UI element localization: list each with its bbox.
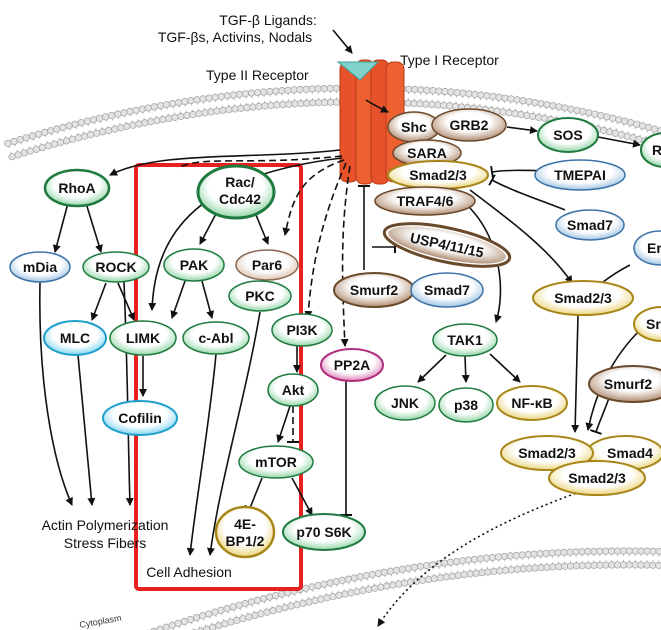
type1-receptor-label: Type I Receptor [400, 52, 499, 68]
svg-text:Sr: Sr [646, 316, 661, 332]
svg-text:TRAF4/6: TRAF4/6 [397, 193, 454, 209]
svg-text:RhoA: RhoA [58, 180, 95, 196]
svg-text:p38: p38 [454, 397, 478, 413]
node-pi3k: PI3K [271, 313, 333, 347]
nuclear-membrane [146, 547, 661, 630]
node-grb2: GRB2 [431, 108, 507, 142]
svg-text:Smad4: Smad4 [607, 445, 653, 461]
node-pak: PAK [163, 248, 225, 282]
svg-text:SOS: SOS [553, 127, 583, 143]
svg-text:LIMK: LIMK [126, 330, 160, 346]
svg-text:NF-κB: NF-κB [511, 395, 552, 411]
svg-text:Er: Er [647, 240, 661, 256]
cell-adhesion-label: Cell Adhesion [146, 564, 232, 580]
node-mtor: mTOR [238, 445, 314, 479]
svg-text:Smurf2: Smurf2 [350, 282, 398, 298]
node-smad23-complex-a: Smad2/3 [500, 435, 594, 471]
node-er-edge: Er [633, 230, 661, 266]
svg-text:Smad2/3: Smad2/3 [554, 290, 612, 306]
node-tmepai: TMEPAI [534, 159, 626, 191]
svg-text:TAK1: TAK1 [447, 332, 483, 348]
svg-text:mDia: mDia [23, 259, 57, 275]
cytoplasm-label: Cytoplasm [79, 613, 123, 630]
ligand-shape [336, 61, 380, 81]
svg-text:Shc: Shc [401, 119, 427, 135]
svg-text:4E-: 4E- [234, 516, 256, 532]
svg-text:Smad7: Smad7 [567, 217, 613, 233]
svg-text:PAK: PAK [180, 257, 209, 273]
svg-text:mTOR: mTOR [255, 454, 297, 470]
svg-text:GRB2: GRB2 [450, 117, 489, 133]
node-smurf2-right: Smurf2 [588, 365, 661, 403]
node-smad-edge: Sr [633, 306, 661, 342]
svg-text:Cofilin: Cofilin [118, 410, 162, 426]
pathway-nodes: Shc GRB2 SOS R SARA Smad2/3 TMEPAI TRAF [9, 108, 661, 559]
svg-text:PI3K: PI3K [286, 322, 317, 338]
svg-text:Cdc42: Cdc42 [219, 191, 261, 207]
node-rac-cdc42: Rac/ Cdc42 [196, 164, 276, 220]
svg-text:BP1/2: BP1/2 [226, 533, 265, 549]
svg-text:p70 S6K: p70 S6K [296, 524, 351, 540]
node-pp2a: PP2A [320, 348, 384, 382]
node-smad23-mid: Smad2/3 [532, 280, 634, 316]
svg-text:Par6: Par6 [252, 257, 283, 273]
node-cofilin: Cofilin [102, 400, 178, 436]
stress-fibers-label: Stress Fibers [64, 535, 146, 551]
svg-text:Smad7: Smad7 [424, 282, 470, 298]
node-smad23-receptor: Smad2/3 [387, 160, 489, 190]
svg-text:PKC: PKC [245, 288, 275, 304]
svg-text:SARA: SARA [407, 145, 447, 161]
ligand-subtitle: TGF-βs, Activins, Nodals [158, 29, 312, 45]
pathway-edges [39, 126, 641, 627]
svg-text:Smad2/3: Smad2/3 [409, 167, 467, 183]
svg-text:Smad2/3: Smad2/3 [518, 445, 576, 461]
node-mlc: MLC [43, 320, 107, 356]
node-akt: Akt [267, 373, 319, 407]
svg-text:PP2A: PP2A [334, 357, 371, 373]
node-nf-kb: NF-κB [496, 385, 568, 421]
type2-receptor-label: Type II Receptor [206, 67, 309, 83]
svg-text:c-Abl: c-Abl [199, 330, 234, 346]
node-4e-bp1-2: 4E- BP1/2 [214, 505, 276, 559]
svg-text:Smurf2: Smurf2 [604, 376, 652, 392]
node-sos: SOS [537, 117, 599, 153]
svg-text:R: R [652, 142, 661, 158]
node-par6: Par6 [235, 249, 299, 281]
svg-text:Rac/: Rac/ [225, 174, 255, 190]
node-limk: LIMK [109, 320, 177, 356]
ligand-arrow [332, 29, 353, 54]
node-p38: p38 [438, 387, 494, 423]
node-sara: SARA [392, 139, 462, 167]
node-tak1: TAK1 [432, 323, 498, 357]
svg-text:ROCK: ROCK [95, 259, 136, 275]
node-usp4-11-15: USP4/11/15 [382, 222, 512, 268]
svg-text:Smad2/3: Smad2/3 [568, 470, 626, 486]
node-sos-partner-edge: R [640, 132, 661, 168]
svg-text:JNK: JNK [391, 395, 419, 411]
node-jnk: JNK [374, 385, 436, 421]
node-traf4-6: TRAF4/6 [374, 186, 476, 216]
svg-text:TMEPAI: TMEPAI [554, 167, 606, 183]
node-rock: ROCK [82, 251, 150, 283]
node-smurf2-left: Smurf2 [333, 272, 415, 308]
node-rhoa: RhoA [43, 168, 111, 208]
svg-text:Akt: Akt [282, 382, 305, 398]
node-mdia: mDia [9, 251, 71, 283]
node-smad7-left: Smad7 [410, 272, 484, 308]
node-c-abl: c-Abl [182, 321, 250, 355]
node-smad23-complex-b: Smad2/3 [548, 460, 646, 496]
node-shc: Shc [387, 111, 441, 143]
node-pkc: PKC [228, 280, 292, 312]
node-smad7-right: Smad7 [555, 209, 625, 241]
node-p70-s6k: p70 S6K [282, 513, 366, 551]
ligand-title: TGF-β Ligands: [219, 12, 317, 28]
svg-text:MLC: MLC [60, 330, 90, 346]
actin-polymerization-label: Actin Polymerization [42, 517, 169, 533]
